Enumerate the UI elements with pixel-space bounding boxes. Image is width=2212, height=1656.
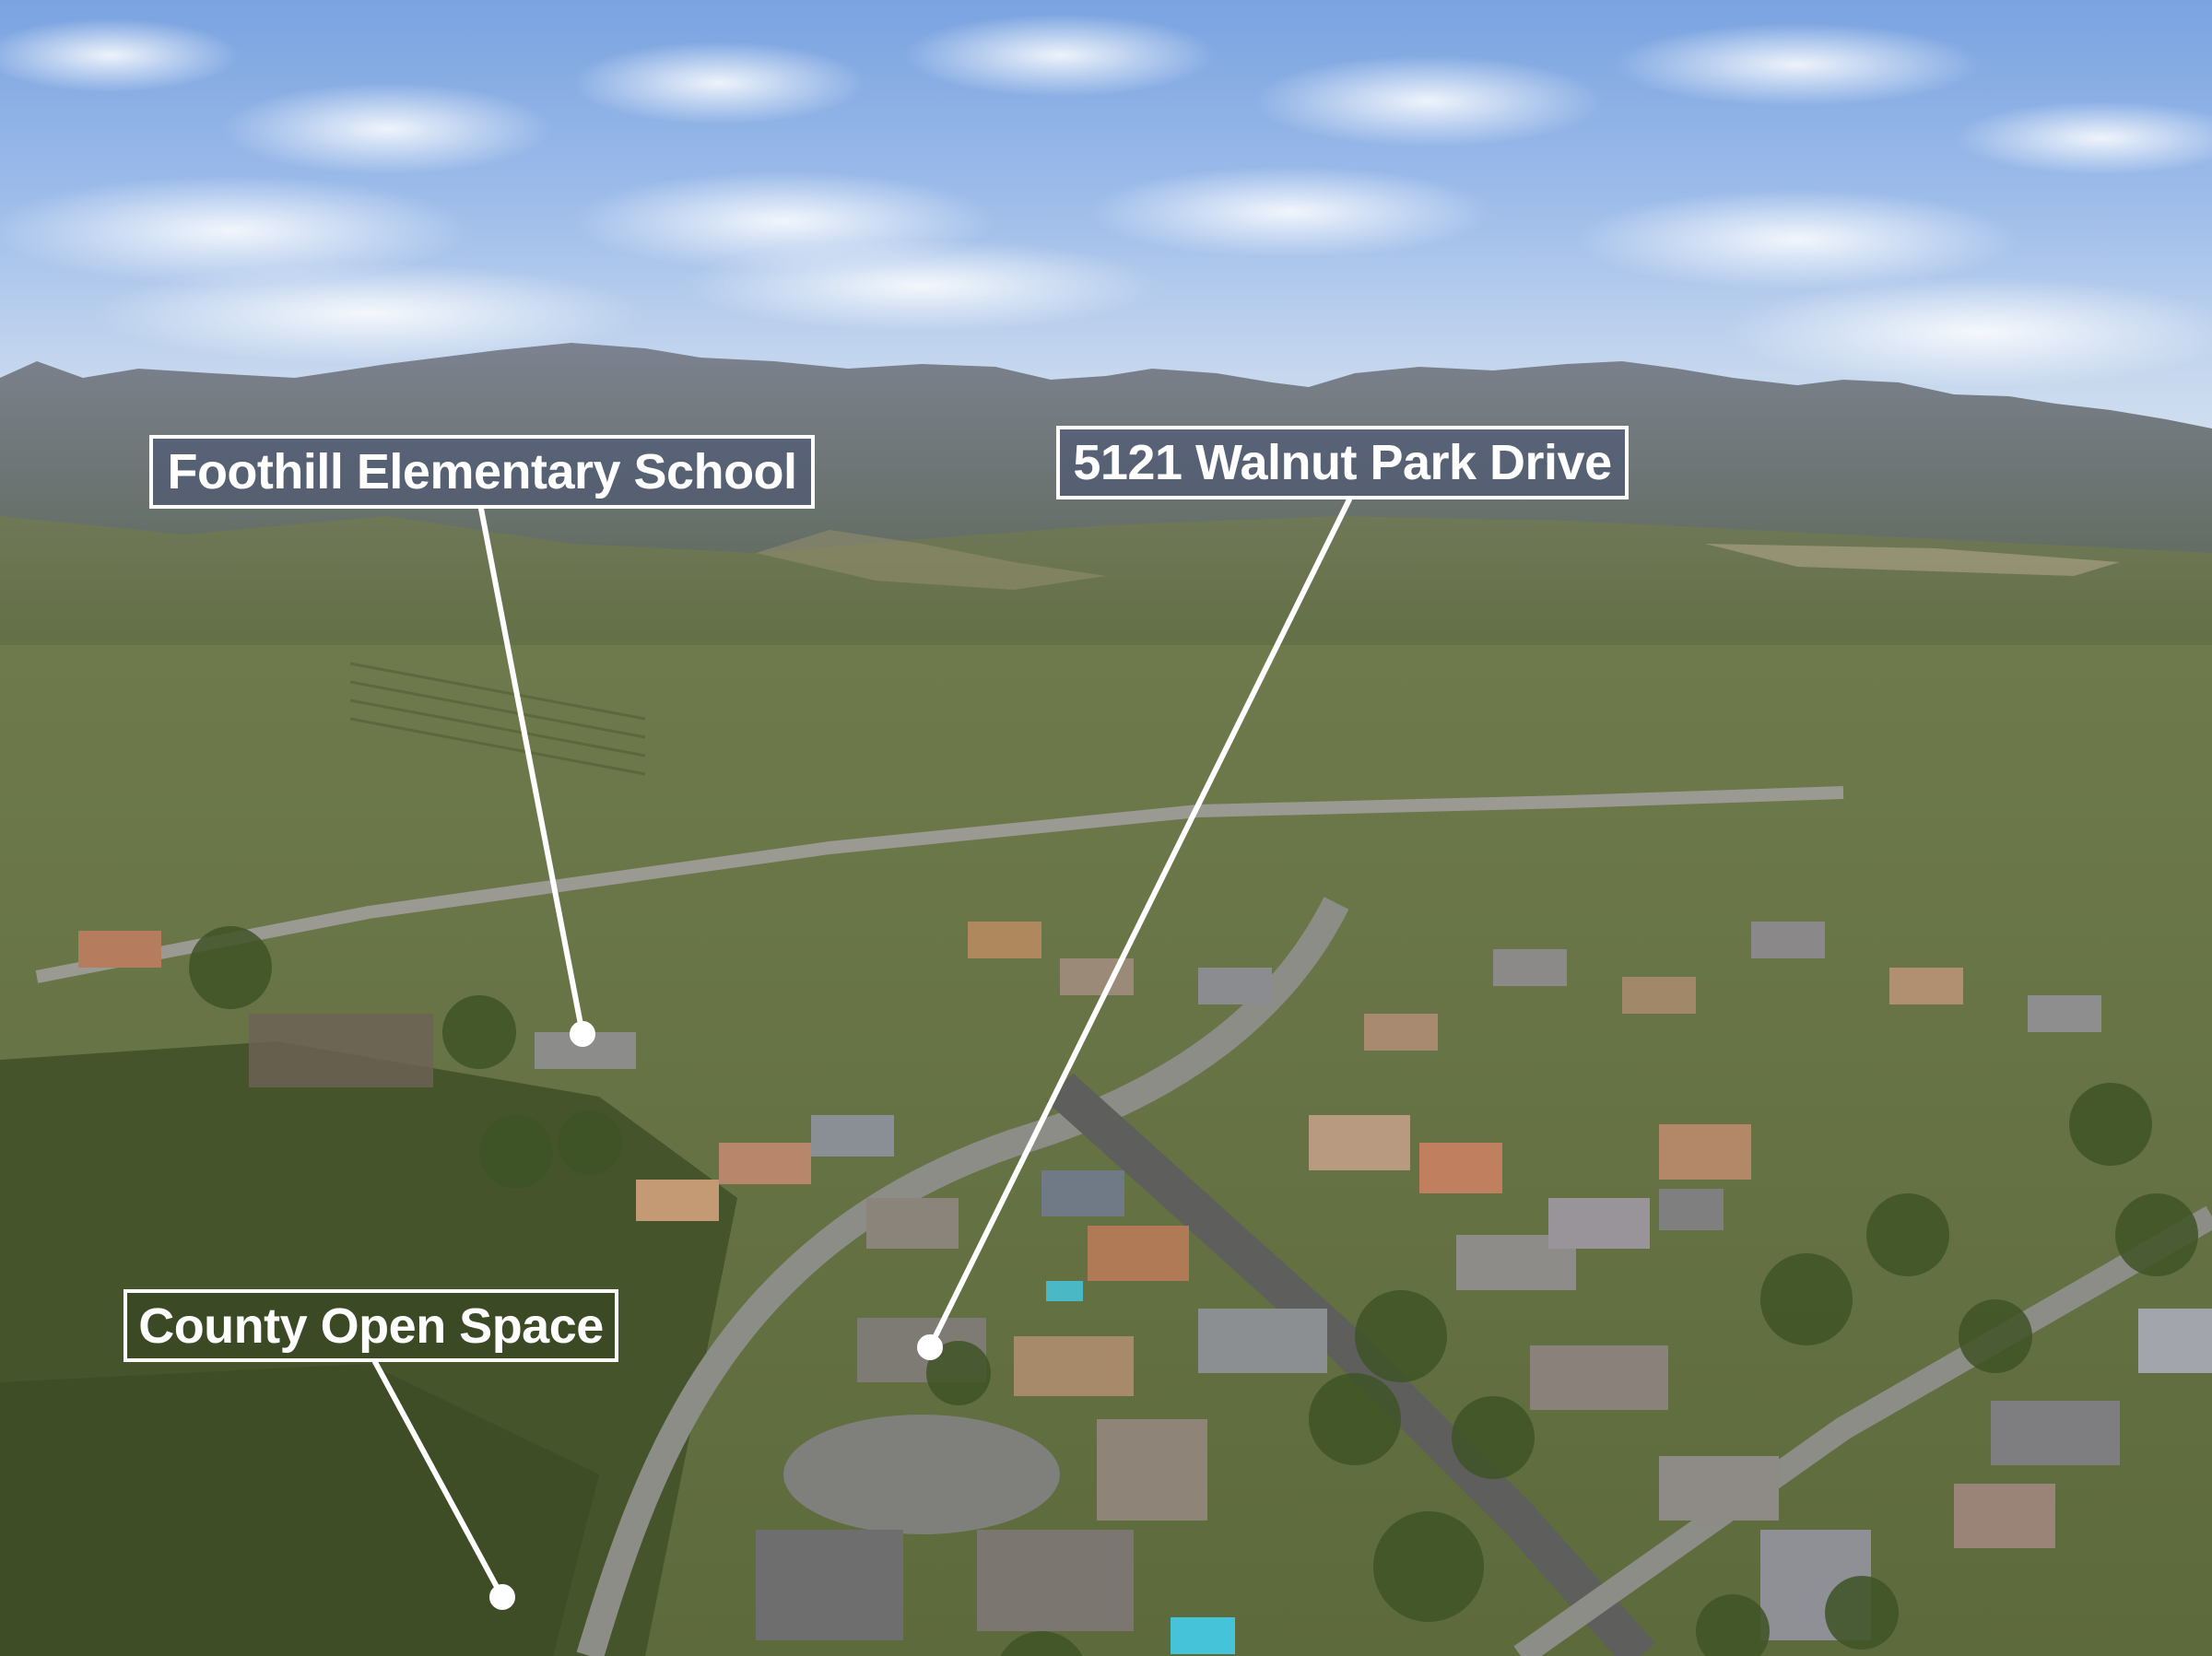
pointer-dot-foothill bbox=[570, 1021, 595, 1047]
label-text: County Open Space bbox=[138, 1298, 604, 1354]
road-main bbox=[35, 786, 1844, 983]
pointer-dot-walnut bbox=[917, 1334, 943, 1360]
label-foothill-elementary-school: Foothill Elementary School bbox=[149, 435, 815, 509]
pointer-dot-county bbox=[489, 1584, 515, 1610]
pointer-line-foothill bbox=[478, 506, 585, 1037]
label-text: 5121 Walnut Park Drive bbox=[1073, 435, 1612, 490]
label-text: Foothill Elementary School bbox=[167, 444, 797, 499]
houses bbox=[78, 922, 2212, 1640]
pointer-line-walnut bbox=[927, 497, 1352, 1350]
clouds bbox=[0, 14, 2212, 387]
road-diagonal bbox=[1046, 1073, 1655, 1656]
pointer-line-county bbox=[372, 1359, 505, 1600]
label-county-open-space: County Open Space bbox=[124, 1289, 618, 1362]
label-property-address: 5121 Walnut Park Drive bbox=[1056, 426, 1629, 499]
